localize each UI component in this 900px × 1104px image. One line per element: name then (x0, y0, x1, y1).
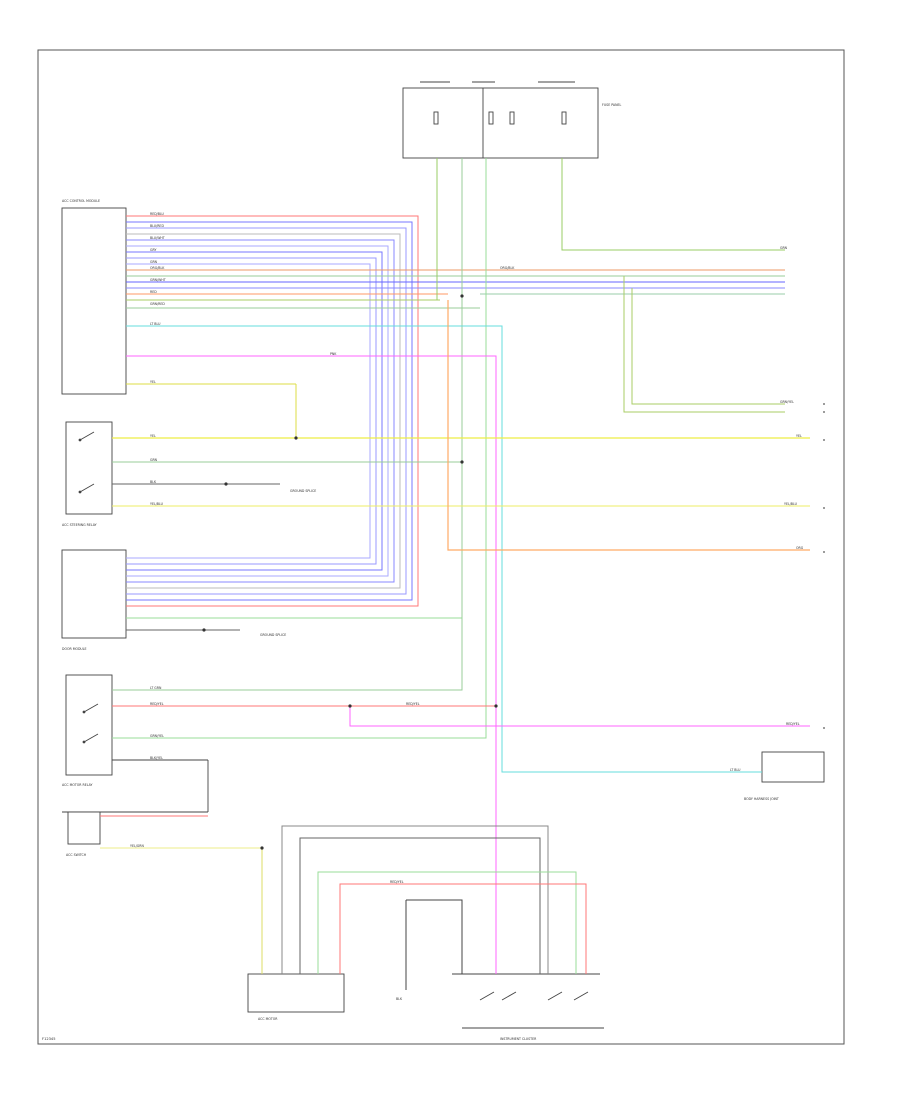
wlabel-yel-main: YEL (150, 434, 156, 438)
wlabel-blk-yel: BLK/YEL (150, 756, 163, 760)
fuse-panel-label: FUSE PANEL (602, 103, 622, 107)
wlabel-grn-wht: GRN/WHT (150, 278, 166, 282)
wlabel-red-blu: RED/BLU (150, 212, 165, 216)
wire-blu-bus-2 (126, 251, 383, 571)
terminal-arrows (823, 403, 825, 729)
wlabel-red-harness: RED/YEL (390, 880, 404, 884)
acc-motor-relay-label: ACC MOTOR RELAY (62, 783, 93, 787)
acc-control-module-label: ACC CONTROL MODULE (62, 199, 100, 203)
body-harness-joint: BODY HARNESS JOINT (744, 751, 825, 801)
wlabel-pnk: PNK (330, 352, 337, 356)
wlabel-ltblu: LT BLU (150, 322, 161, 326)
wlabel-grn: GRN (150, 260, 158, 264)
wlabel-yel-grn: YEL/GRN (130, 844, 144, 848)
wlabel-yel-blu-right: YEL/BLU (784, 502, 798, 506)
wlabel-blk-ground: BLK (396, 997, 403, 1001)
acc-steering-relay-label: ACC STEERING RELAY (62, 523, 97, 527)
wlabel-grn-motor: GRN/YEL (150, 734, 164, 738)
acc-motor-relay: ACC MOTOR RELAY (62, 674, 209, 813)
wlabel-yel-right: YEL (796, 434, 802, 438)
wire-grn-harness (317, 871, 577, 974)
wire-grn-yel-right (623, 276, 785, 413)
acc-motor-label: ACC MOTOR (258, 1017, 278, 1021)
door-module-label: DOOR MODULE (62, 647, 87, 651)
wire-fuse-2 (112, 158, 463, 691)
wlabel-blk-relay: BLK (150, 480, 157, 484)
wire-blu-bus-3 (126, 257, 377, 565)
wire-red-harness (339, 883, 587, 974)
figure-code: F12345 (42, 1037, 56, 1041)
ground-splice-label-1: GROUND SPLICE (290, 489, 316, 493)
wire-fuse-3 (112, 158, 487, 739)
junction-dots (202, 294, 498, 850)
wlabel-org-blk: ORG/BLK (150, 266, 165, 270)
wire-red-blu-bus (126, 215, 419, 607)
wire-org (447, 300, 810, 551)
wire-grn-bus (126, 245, 389, 577)
wlabel-grn-yel-right: GRN/YEL (780, 400, 794, 404)
wlabel-red-yel-right: RED/YEL (786, 722, 800, 726)
wire-ltblu (126, 325, 762, 773)
wire-blk-harness (299, 837, 541, 974)
wlabel-red-yel: RED/YEL (150, 702, 164, 706)
acc-steering-relay: ACC STEERING RELAY (62, 421, 113, 527)
body-harness-joint-label: BODY HARNESS JOINT (744, 797, 779, 801)
wlabel-blu-wht: BLU/WHT (150, 236, 165, 240)
acc-switch-small: ACC SWITCH (66, 811, 101, 857)
acc-motor: ACC MOTOR (247, 973, 345, 1021)
wlabel-grn-right: GRN (780, 246, 788, 250)
wire-gry-harness (281, 825, 549, 974)
wire-blk-cluster (406, 899, 463, 974)
fuse-panel: FUSE PANEL (402, 81, 622, 159)
wlabel-yel: YEL (150, 380, 156, 384)
wire-gry-bus (126, 233, 401, 589)
wire-blu-bus-4 (126, 263, 371, 559)
wlabel-grn-relay: GRN (150, 458, 158, 462)
wire-pnk-right (349, 706, 810, 727)
ground-splice-label-2: GROUND SPLICE (260, 633, 286, 637)
wlabel-gry: GRY (150, 248, 156, 252)
wlabel-yel-blu: YEL/BLU (150, 502, 164, 506)
instrument-cluster-label: INSTRUMENT CLUSTER (500, 1037, 537, 1041)
wire-blu-red-bus (126, 221, 413, 601)
acc-control-module: ACC CONTROL MODULE (61, 199, 127, 395)
instrument-cluster: INSTRUMENT CLUSTER (452, 973, 604, 1041)
diagram-frame (37, 49, 845, 1045)
wire-grn-yel-right-2 (631, 288, 785, 405)
wire-blu-wht-bus (126, 227, 407, 595)
wire-blk-wht-bus (126, 239, 395, 583)
wlabel-ltgrn: LT GRN (150, 686, 162, 690)
acc-switch-label: ACC SWITCH (66, 853, 87, 857)
wlabel-grn-red: GRN/RED (150, 302, 165, 306)
wire-pnk (126, 355, 497, 974)
door-module: DOOR MODULE (61, 549, 127, 651)
wlabel-red: RED (150, 290, 157, 294)
wlabel-org-right: ORG (796, 546, 804, 550)
wlabel-blu-red: BLU/RED (150, 224, 164, 228)
wlabel-red-yel-2: RED/YEL (406, 702, 420, 706)
wlabel-org-blk-right: ORG/BLK (500, 266, 515, 270)
wlabel-ltblu-right: LT BLU (730, 768, 741, 772)
wire-fuse-4 (561, 158, 785, 251)
